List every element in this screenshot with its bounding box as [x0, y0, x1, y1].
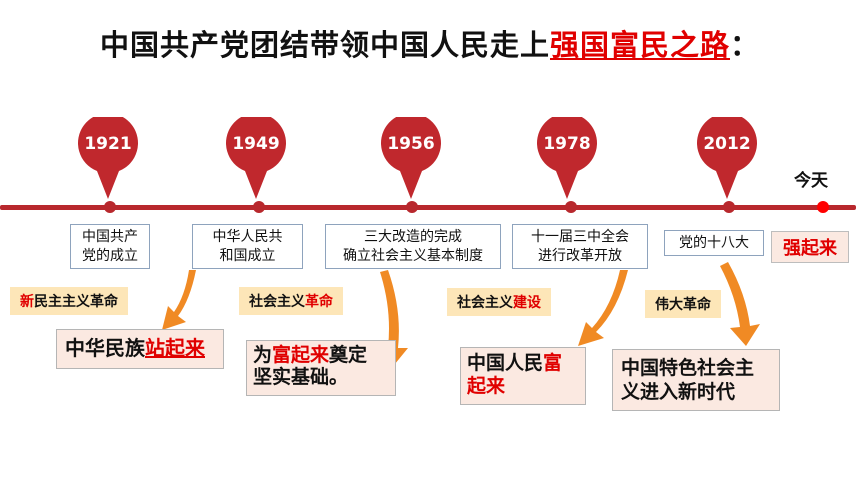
event-line: 和国成立: [219, 247, 276, 264]
map-pin-icon: [537, 117, 597, 199]
result-box-get-rich: 中国人民富 起来: [460, 347, 586, 405]
page-title: 中国共产党团结带领中国人民走上强国富民之路：: [0, 22, 860, 64]
title-highlight: 强国富民之路: [549, 28, 730, 62]
phase-label-socialist-revolution: 社会主义革命: [239, 287, 343, 315]
phase-label-great-revolution: 伟大革命: [645, 290, 721, 318]
year-label: 1956: [387, 134, 435, 154]
result-text: 奠定: [329, 344, 368, 366]
timeline-dot-1949: [253, 201, 265, 213]
event-line: 中华人民共: [212, 228, 283, 245]
event-line: 党的十八大: [679, 234, 749, 251]
event-line: 三大改造的完成: [364, 228, 462, 245]
event-box-2012: 党的十八大: [664, 230, 764, 256]
year-pin-1949: 1949: [225, 117, 287, 201]
phase-red: 新: [20, 294, 34, 310]
phase-red: 建设: [513, 295, 541, 311]
orange-arrow-icon: [378, 270, 408, 370]
timeline-line: [0, 205, 856, 210]
phase-label-socialist-construction: 社会主义建设: [447, 288, 551, 316]
result-text: 坚实基础。: [253, 366, 349, 388]
timeline-dot-2012: [723, 201, 735, 213]
phase-red: 革命: [305, 294, 333, 310]
year-label: 1921: [84, 134, 132, 154]
year-pin-2012: 2012: [696, 117, 758, 201]
year-pin-1921: 1921: [77, 117, 139, 201]
event-box-1978: 十一届三中全会进行改革开放: [512, 224, 648, 269]
timeline-dot-1921: [104, 201, 116, 213]
year-label: 1978: [543, 134, 591, 154]
result-text: 中国人民: [467, 352, 544, 374]
event-line: 确立社会主义基本制度: [343, 247, 483, 264]
result-box-foundation: 为富起来奠定 坚实基础。: [246, 340, 396, 396]
result-text: 中华民族: [65, 336, 145, 360]
today-label: 今天: [794, 171, 828, 191]
orange-arrow-icon: [720, 262, 760, 346]
event-box-1921: 中国共产党的成立: [70, 224, 150, 269]
map-pin-icon: [697, 117, 757, 199]
result-text-red: 富: [543, 352, 563, 374]
event-line: 进行改革开放: [538, 247, 622, 264]
timeline-dot-today: [817, 201, 829, 213]
year-label: 1949: [232, 134, 280, 154]
result-text-red: 起来: [467, 375, 506, 397]
map-pin-icon: [226, 117, 286, 199]
title-colon: ：: [730, 28, 761, 62]
year-pin-1956: 1956: [380, 117, 442, 201]
phase-label-new-democratic: 新民主主义革命: [10, 287, 128, 315]
result-box-new-era: 中国特色社会主 义进入新时代: [612, 349, 780, 411]
event-line: 中国共产: [82, 228, 138, 245]
title-main: 中国共产党团结带领中国人民走上: [99, 28, 550, 62]
phase-black: 社会主义: [457, 295, 513, 311]
result-text-red: 富起来: [272, 344, 330, 366]
year-label: 2012: [703, 134, 751, 154]
result-text: 为: [253, 344, 273, 366]
event-box-1949: 中华人民共和国成立: [192, 224, 303, 269]
orange-arrow-icon: [162, 270, 196, 330]
event-box-1956: 三大改造的完成确立社会主义基本制度: [325, 224, 501, 269]
map-pin-icon: [381, 117, 441, 199]
event-line: 十一届三中全会: [531, 228, 629, 245]
phase-black: 民主主义革命: [34, 294, 118, 310]
result-text-red: 站起来: [145, 336, 205, 360]
orange-arrow-icon: [578, 270, 628, 346]
map-pin-icon: [78, 117, 138, 199]
phase-black: 伟大革命: [655, 297, 711, 313]
phase-black: 社会主义: [249, 294, 305, 310]
timeline-dot-1956: [406, 201, 418, 213]
event-line: 党的成立: [82, 247, 138, 264]
result-box-stand-up: 中华民族站起来: [56, 329, 224, 369]
strong-badge: 强起来: [771, 231, 849, 263]
result-text: 中国特色社会主: [621, 357, 755, 379]
year-pin-1978: 1978: [536, 117, 598, 201]
result-text: 义进入新时代: [621, 381, 736, 403]
timeline-dot-1978: [565, 201, 577, 213]
